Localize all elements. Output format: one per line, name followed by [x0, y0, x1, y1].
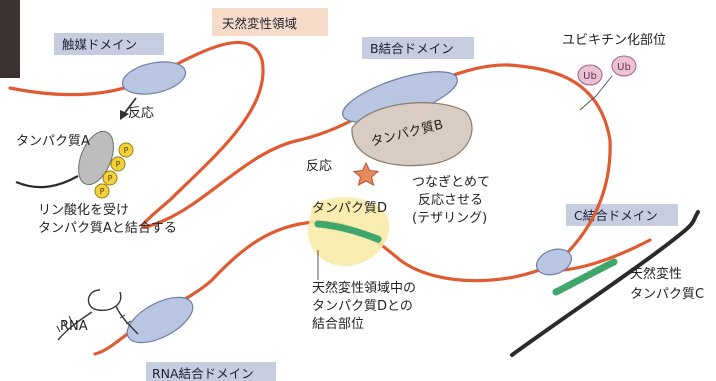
tethering-note-1: つなぎとめて: [412, 175, 490, 190]
phosphate-1-label: P: [124, 146, 129, 155]
rna-binding-domain: [126, 296, 194, 344]
rna-strand-2: [115, 305, 139, 335]
tethering-note-3: (テザリング): [412, 211, 487, 226]
rna-strand: [57, 311, 93, 341]
catalytic-domain: [121, 61, 187, 95]
rna-structure: [56, 289, 139, 341]
d-site-note-3: 結合部位: [312, 317, 364, 332]
ubiquitin-tag-1-label: Ub: [583, 71, 597, 82]
phosphate-3-label: P: [108, 174, 113, 183]
rna-binding-domain-label-box: [146, 362, 276, 381]
phosphate-2-label: P: [116, 160, 121, 169]
phosphate-1: [118, 142, 134, 158]
reaction-b-label: 反応: [306, 159, 332, 174]
reaction-arrow-a: [123, 97, 137, 115]
phosphate-4-label: P: [100, 187, 105, 196]
ubiquitin-tag-2-label: Ub: [617, 62, 631, 73]
corner-fragment: [0, 0, 20, 78]
protein-a-label: タンパク質A: [16, 134, 90, 149]
protein-d-binding-site: [314, 220, 384, 244]
c-binding-domain-label: C結合ドメイン: [574, 208, 658, 223]
reaction-star-icon: [352, 161, 380, 186]
protein-c-binding-site: [552, 258, 618, 296]
protein-b-body: [351, 102, 473, 167]
phosphate-4: [94, 183, 110, 199]
ubiquitin-site-label: ユビキチン化部位: [562, 33, 666, 48]
catalytic-domain-label-box: [54, 33, 164, 55]
phosphate-3: [102, 170, 118, 186]
rna-binding-domain-label: RNA結合ドメイン: [152, 366, 254, 381]
tethering-note-2: 反応させる: [418, 193, 483, 208]
c-binding-domain: [535, 248, 573, 276]
rna-loop: [87, 289, 122, 311]
ub-lead-line-2: [595, 75, 613, 97]
protein-c-label-2: タンパク質C: [630, 287, 704, 302]
phosphate-groups: P P P P: [94, 142, 134, 199]
protein-a-body: [78, 130, 114, 186]
ubiquitin-tag-1: [577, 64, 603, 86]
b-binding-domain-label: B結合ドメイン: [370, 41, 454, 56]
protein-a-tail: [15, 175, 79, 189]
d-site-note-2: タンパク質Dとの: [312, 299, 413, 314]
phospho-note-1: リン酸化を受け: [38, 203, 129, 218]
idr-title-box: [212, 8, 328, 36]
reaction-a-label: 反応: [128, 106, 154, 121]
reaction-arrow-a-head: [120, 110, 129, 120]
rna-bases: [56, 314, 132, 333]
catalytic-domain-label: 触媒ドメイン: [62, 37, 137, 52]
ub-lead-line: [579, 95, 597, 111]
idr-title: 天然変性領域: [222, 16, 297, 31]
d-site-note-1: 天然変性領域中の: [312, 280, 416, 296]
protein-c-label-1: 天然変性: [630, 266, 682, 282]
b-binding-domain-label-box: [362, 37, 474, 59]
protein-c-chain: [510, 210, 700, 357]
phospho-note-2: タンパク質Aと結合する: [38, 221, 177, 236]
phosphate-2: [110, 156, 126, 172]
ubiquitin-tag-2: [611, 55, 637, 77]
c-binding-domain-label-box: [566, 204, 678, 226]
rna-label: RNA: [60, 319, 88, 334]
main-chain-upper: [8, 40, 612, 356]
protein-d-label: タンパク質D: [312, 201, 387, 216]
